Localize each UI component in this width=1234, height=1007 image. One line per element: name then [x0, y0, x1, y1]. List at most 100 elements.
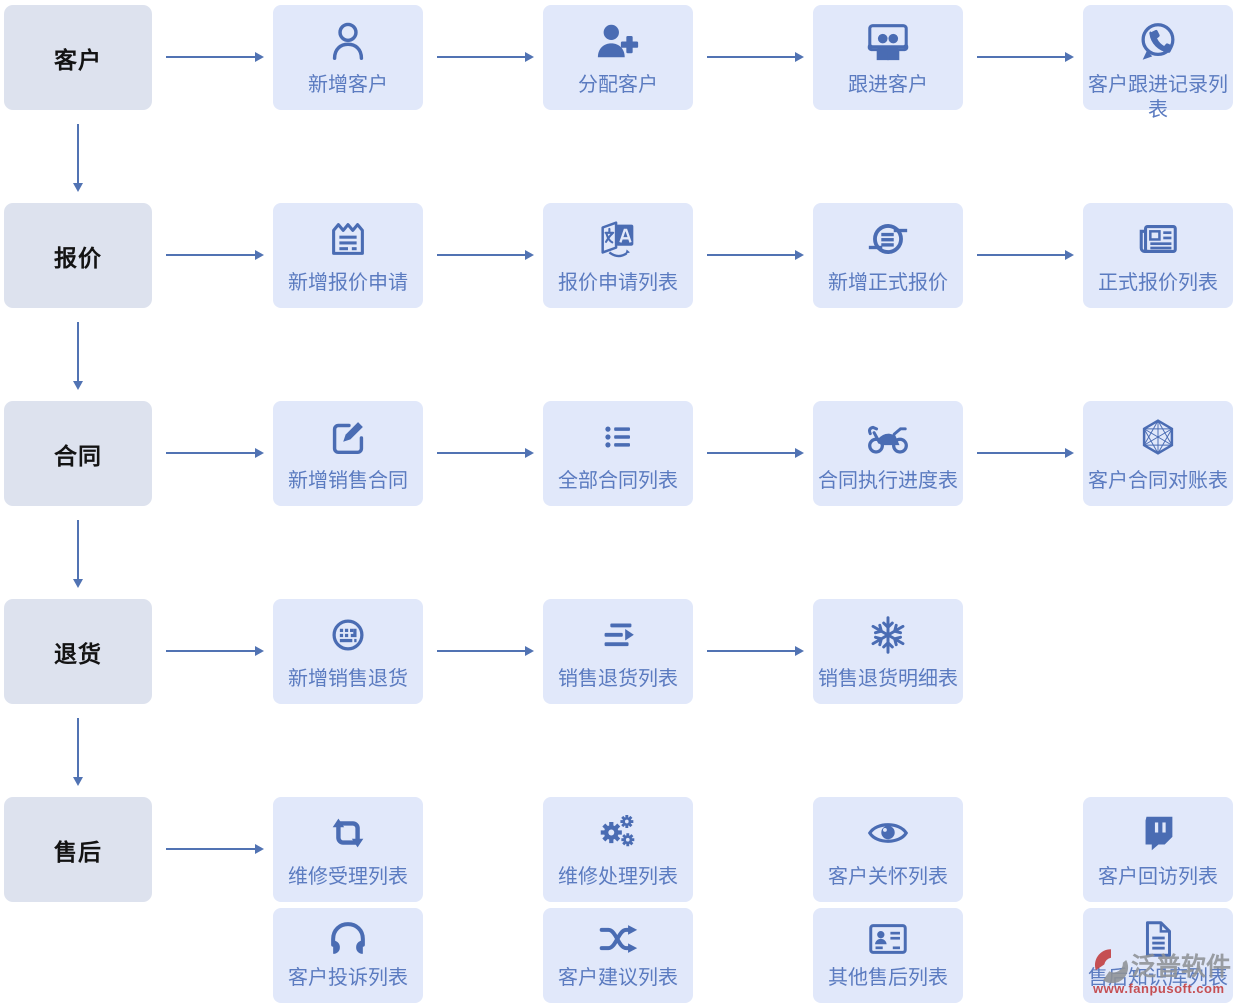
arrow-right [437, 452, 526, 454]
arrow-right [437, 56, 526, 58]
flow-step-tile[interactable]: 新增报价申请 [273, 203, 423, 308]
translate-icon [543, 211, 693, 266]
arrow-right-head-icon [255, 844, 264, 854]
flow-step-tile[interactable]: 合同执行进度表 [813, 401, 963, 506]
step-label: 跟进客户 [848, 74, 928, 96]
step-label: 维修受理列表 [288, 866, 408, 888]
flow-step-tile[interactable]: 正式报价列表 [1083, 203, 1233, 308]
chat-window-icon [1083, 805, 1233, 860]
flow-step-tile[interactable]: 销售退货明细表 [813, 599, 963, 704]
arrow-right-head-icon [1065, 448, 1074, 458]
arrow-right [437, 254, 526, 256]
edit-icon [273, 409, 423, 464]
arrow-right [707, 254, 796, 256]
hexagon-wireframe-icon [1083, 409, 1233, 464]
motorcycle-icon [813, 409, 963, 464]
list-icon [543, 409, 693, 464]
id-card-icon [813, 916, 963, 961]
step-label: 客户关怀列表 [828, 866, 948, 888]
circle-list-icon [813, 211, 963, 266]
step-label: 报价申请列表 [558, 272, 678, 294]
arrow-right-head-icon [795, 646, 804, 656]
user-plus-icon [543, 13, 693, 68]
flow-step-tile[interactable]: 全部合同列表 [543, 401, 693, 506]
step-label: 新增报价申请 [288, 272, 408, 294]
flow-step-tile[interactable]: 其他售后列表 [813, 908, 963, 1003]
arrow-down-head-icon [73, 579, 83, 588]
step-label: 客户建议列表 [558, 967, 678, 989]
flow-step-tile[interactable]: 跟进客户 [813, 5, 963, 110]
stage-box-3: 退货 [4, 599, 152, 704]
headphones-icon [273, 916, 423, 961]
arrow-right-head-icon [795, 448, 804, 458]
arrow-down-head-icon [73, 777, 83, 786]
arrow-down-head-icon [73, 381, 83, 390]
stage-box-0: 客户 [4, 5, 152, 110]
flow-step-tile[interactable]: 客户回访列表 [1083, 797, 1233, 902]
retweet-icon [273, 805, 423, 860]
user-icon [273, 13, 423, 68]
flow-step-tile[interactable]: 客户投诉列表 [273, 908, 423, 1003]
step-label: 维修处理列表 [558, 866, 678, 888]
arrow-right [166, 650, 256, 652]
step-label: 其他售后列表 [828, 967, 948, 989]
step-label: 新增销售退货 [288, 668, 408, 690]
arrow-right-head-icon [795, 52, 804, 62]
arrow-right [166, 848, 256, 850]
step-label: 正式报价列表 [1098, 272, 1218, 294]
flow-step-tile[interactable]: 客户合同对账表 [1083, 401, 1233, 506]
flow-step-tile[interactable]: 新增销售退货 [273, 599, 423, 704]
phone-chat-icon [1083, 13, 1233, 68]
arrow-right [707, 56, 796, 58]
presentation-audience-icon [813, 13, 963, 68]
flow-step-tile[interactable]: 新增销售合同 [273, 401, 423, 506]
arrow-right [707, 452, 796, 454]
newspaper-icon [1083, 211, 1233, 266]
step-label: 销售退货明细表 [818, 668, 958, 690]
arrow-right-head-icon [525, 250, 534, 260]
arrow-right-head-icon [255, 250, 264, 260]
flow-step-tile[interactable]: 报价申请列表 [543, 203, 693, 308]
arrow-right [977, 56, 1066, 58]
step-label: 新增客户 [308, 74, 388, 96]
flow-step-tile[interactable]: 分配客户 [543, 5, 693, 110]
step-label: 全部合同列表 [558, 470, 678, 492]
flow-step-tile[interactable]: 维修受理列表 [273, 797, 423, 902]
flow-step-tile[interactable]: 销售退货列表 [543, 599, 693, 704]
arrow-right-head-icon [525, 646, 534, 656]
flow-step-tile[interactable]: 客户跟进记录列表 [1083, 5, 1233, 121]
step-label: 客户跟进记录列表 [1088, 74, 1228, 121]
step-label: 合同执行进度表 [818, 470, 958, 492]
arrow-right-head-icon [1065, 52, 1074, 62]
eye-icon [813, 805, 963, 860]
step-label: 客户投诉列表 [288, 967, 408, 989]
step-label: 分配客户 [578, 74, 658, 96]
stage-box-1: 报价 [4, 203, 152, 308]
flow-step-tile[interactable]: 维修处理列表 [543, 797, 693, 902]
arrow-right-head-icon [1065, 250, 1074, 260]
flow-step-tile[interactable]: 客户建议列表 [543, 908, 693, 1003]
stage-box-2: 合同 [4, 401, 152, 506]
flow-step-tile[interactable]: 新增客户 [273, 5, 423, 110]
snowflake-icon [813, 607, 963, 662]
arrow-right [707, 650, 796, 652]
arrow-right-head-icon [255, 52, 264, 62]
document-icon [1083, 916, 1233, 961]
step-label: 售后知识库列表 [1088, 967, 1228, 989]
step-label: 新增销售合同 [288, 470, 408, 492]
arrow-right-head-icon [255, 646, 264, 656]
arrow-right [437, 650, 526, 652]
arrow-right [166, 452, 256, 454]
flow-step-tile[interactable]: 客户关怀列表 [813, 797, 963, 902]
shuffle-icon [543, 916, 693, 961]
flow-step-tile[interactable]: 售后知识库列表 [1083, 908, 1233, 1003]
note-list-icon [273, 211, 423, 266]
arrow-right-head-icon [525, 448, 534, 458]
arrow-right-head-icon [795, 250, 804, 260]
step-label: 销售退货列表 [558, 668, 678, 690]
arrow-down [77, 124, 79, 184]
arrow-right [166, 56, 256, 58]
keyboard-circle-icon [273, 607, 423, 662]
flow-step-tile[interactable]: 新增正式报价 [813, 203, 963, 308]
